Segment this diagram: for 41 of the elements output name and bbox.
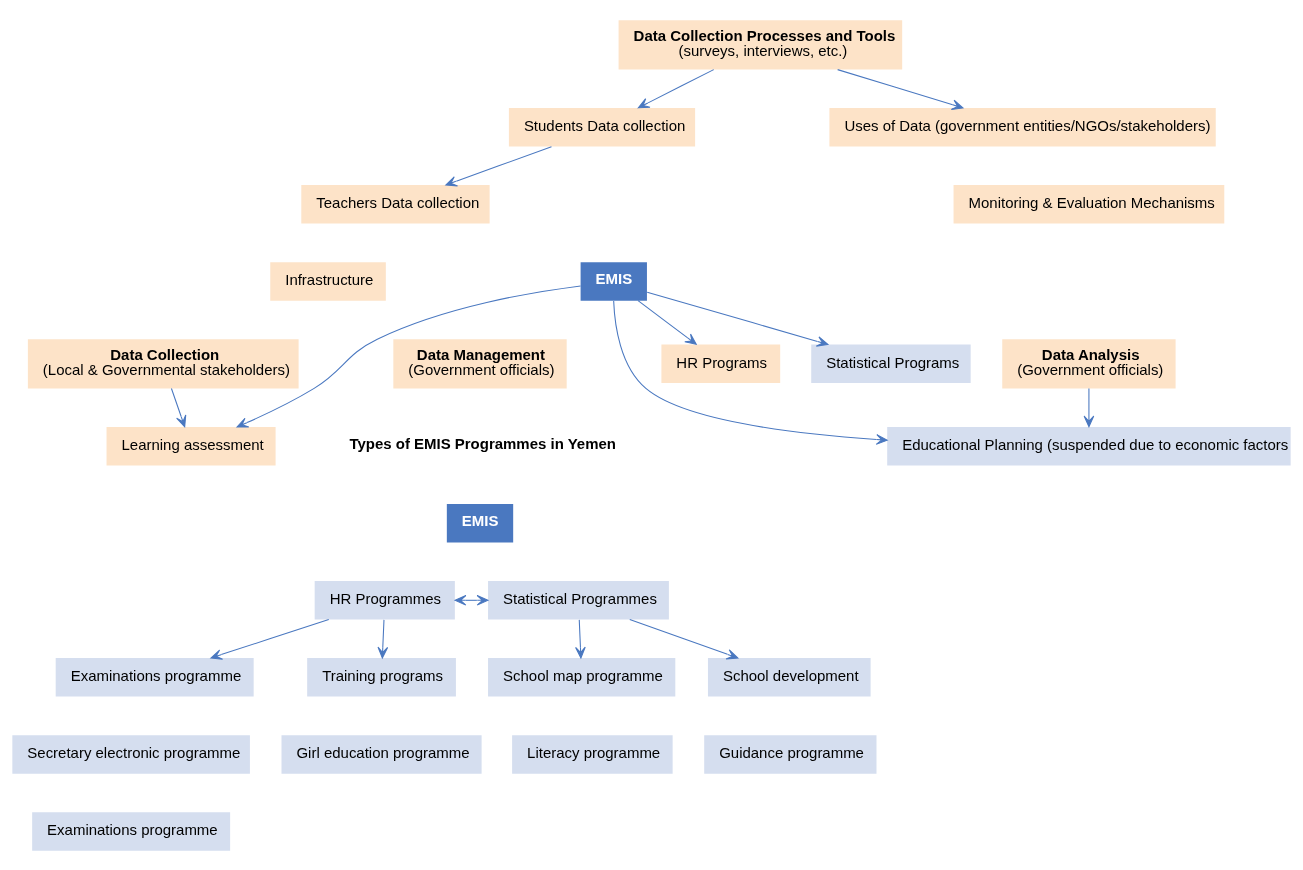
- node-box: Training programs: [307, 657, 456, 697]
- arrow: [236, 284, 582, 428]
- node-box: HR Programs: [661, 344, 781, 383]
- node-box: Literacy programme: [512, 734, 673, 774]
- arrow: [613, 300, 888, 445]
- node-box: Guidance programme: [704, 734, 877, 774]
- arrow: [445, 145, 552, 186]
- arrow: [637, 299, 697, 345]
- arrow: [837, 68, 964, 110]
- node-box: Data Collection Processes and Tools (surveys, interviews, etc.): [618, 19, 903, 69]
- node-box: Statistical Programs: [811, 344, 971, 383]
- node-box: Teachers Data collection: [301, 184, 490, 224]
- node-box: EMIS: [446, 503, 514, 542]
- node-box: Data Analysis (Government officials): [1002, 338, 1176, 388]
- node-box: Examinations programme: [55, 657, 254, 697]
- arrow: [575, 618, 586, 658]
- arrow: [629, 618, 739, 659]
- node-box: Statistical Programmes: [488, 580, 669, 620]
- node-box: Uses of Data (government entities/NGOs/stakeholders): [829, 107, 1216, 147]
- node-box: Data Collection (Local & Governmental stakeholders): [27, 338, 299, 388]
- node-box: Girl education programme: [281, 734, 482, 774]
- node-box: HR Programmes: [314, 580, 455, 620]
- arrow: [210, 618, 330, 660]
- arrow: [454, 594, 489, 606]
- node-box: Educational Planning (suspended due to economic factors: [887, 426, 1291, 465]
- label: Types of EMIS Programmes in Yemen: [349, 434, 616, 452]
- node-box: School map programme: [488, 657, 676, 697]
- node-box: School development: [707, 657, 871, 697]
- arrow: [377, 618, 389, 658]
- arrow: [646, 291, 829, 347]
- node-box: Data Management (Government officials): [393, 338, 567, 388]
- arrow: [637, 68, 715, 108]
- node-box: EMIS: [580, 261, 647, 301]
- arrow: [170, 387, 187, 427]
- node-box: Infrastructure: [270, 261, 386, 301]
- node-box: Learning assessment: [106, 426, 276, 465]
- node-box: Examinations programme: [32, 811, 231, 851]
- node-box: Secretary electronic programme: [12, 734, 250, 774]
- arrow: [1083, 387, 1095, 427]
- node-box: Students Data collection: [508, 107, 696, 147]
- node-box: Monitoring & Evaluation Mechanisms: [953, 184, 1225, 224]
